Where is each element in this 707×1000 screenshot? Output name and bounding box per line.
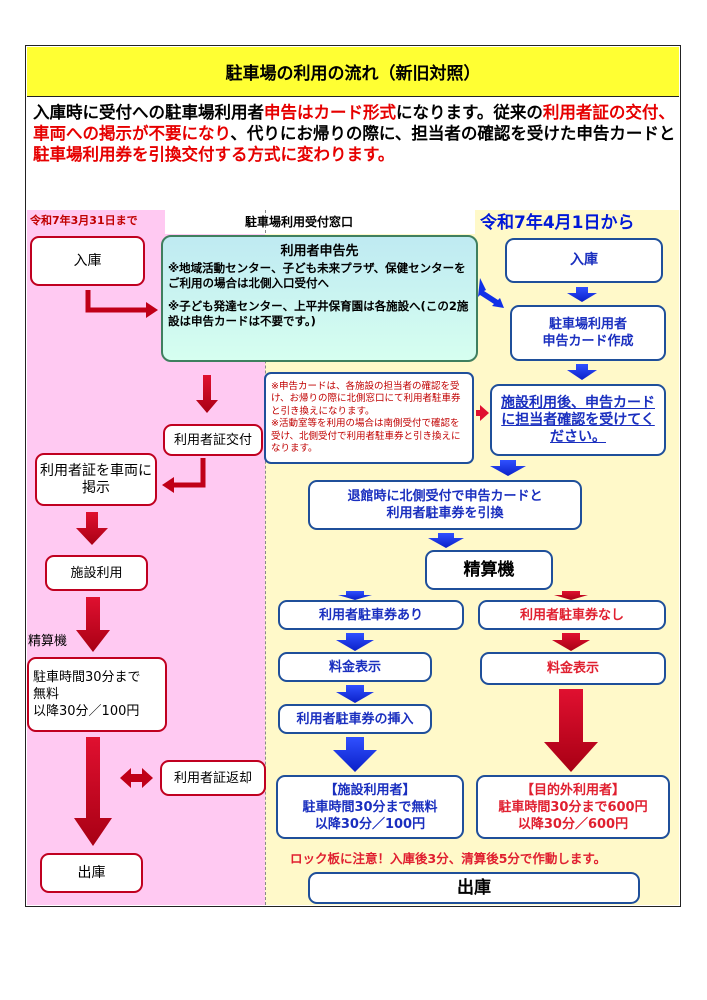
elbow-arrow-card-to-display [174,458,206,488]
down-arrow-reception-to-card [196,375,218,413]
new-confirm-box: 施設利用後、申告カードに担当者確認を受けてください。 [490,384,666,456]
old-machine-label: 精算機 [28,634,68,649]
new-exit-box: 出庫 [308,872,640,904]
reception-note-1: ※地域活動センター、子ども未来プラザ、保健センターをご利用の場合は北側入口受付へ [168,261,466,290]
old-use-box: 施設利用 [45,555,148,591]
down-arrow-card-to-confirm [567,364,597,380]
without-ticket-box: 利用者駐車券なし [478,600,666,630]
old-display-box: 利用者証を車両に掲示 [35,453,157,506]
insert-ticket-box: 利用者駐車券の挿入 [278,704,432,734]
down-arrow-new-entry-to-card [567,287,597,302]
down-arrow-to-without-ticket [554,591,588,600]
old-period-header: 令和7年3月31日まで [30,214,138,227]
down-arrow-fee-to-insert [336,685,374,703]
old-return-box: 利用者証返却 [160,760,266,796]
down-arrow-display-to-use [76,512,108,545]
intro-highlight-1: 申告はカード形式 [264,103,396,122]
old-exit-box: 出庫 [40,853,143,893]
pane-divider [265,210,266,905]
new-machine-box: 精算機 [425,550,553,590]
new-exchange-box: 退館時に北側受付で申告カードと 利用者駐車券を引換 [308,480,582,530]
reception-box: 利用者申告先 ※地域活動センター、子ども未来プラザ、保健センターをご利用の場合は… [161,235,478,362]
intro-text: 入庫時に受付への駐車場利用者申告はカード形式になります。従来の利用者証の交付、車… [33,102,678,165]
other-users-box: 【目的外利用者】 駐車時間30分まで600円 以降30分／600円 [476,775,670,839]
intro-part-2: になります。従来の [396,103,543,122]
intro-part-1: 入庫時に受付への駐車場利用者 [33,103,264,122]
down-arrow-use-to-machine [76,597,110,652]
new-note-text: ※申告カードは、各施設の担当者の確認を受け、お帰りの際に北側窓口にて利用者駐車券… [271,380,461,455]
intro-highlight-2: 利用者証の交付、車両への掲示が不要になり [33,103,675,143]
elbow-arrow-old-entry-head [146,302,158,318]
down-arrow-with-ticket-to-fee [336,633,374,651]
header-strip [165,210,475,234]
reception-title: 利用者申告先 [280,244,359,259]
old-fee-box: 駐車時間30分まで 無料 以降30分／100円 [27,657,167,732]
reception-note-2: ※子ども発達センター、上平井保育園は各施設へ(この2施設は申告カードは不要です。… [168,299,469,328]
lock-warning: ロック板に注意！入庫後3分、清算後5分で作動します。 [290,851,607,866]
outer-frame [25,45,681,907]
down-arrow-without-ticket-to-fee [552,633,590,651]
intro-highlight-3: 駐車場利用券を引換交付する方式に変わります。 [33,145,395,164]
intro-part-3: 、代りにお帰りの際に、担当者の確認を受けた申告カードと [230,124,676,143]
new-note-box: ※申告カードは、各施設の担当者の確認を受け、お帰りの際に北側窓口にて利用者駐車券… [264,372,474,464]
down-arrow-fee-to-exit [74,737,112,846]
new-entry-box: 入庫 [505,238,663,283]
with-ticket-box: 利用者駐車券あり [278,600,464,630]
reception-header: 駐車場利用受付窓口 [245,215,354,229]
right-arrow-note-to-confirm [476,405,489,421]
down-arrow-exchange-to-machine [428,533,464,548]
down-arrow-fee-to-other [544,689,598,772]
down-arrow-to-with-ticket [338,591,372,600]
elbow-arrow-old-entry [85,290,146,313]
down-arrow-confirm-to-exchange [490,460,526,476]
new-card-create-box: 駐車場利用者 申告カード作成 [510,305,666,361]
facility-users-box: 【施設利用者】 駐車時間30分まで無料 以降30分／100円 [276,775,464,839]
new-period-header: 令和7年4月1日から [480,213,635,233]
old-card-issue-box: 利用者証交付 [163,424,263,456]
double-arrow-reception-entry [478,278,504,308]
double-arrow-return [120,768,153,788]
elbow-arrow-card-to-display-head [162,477,174,493]
down-arrow-insert-to-facility [333,737,377,772]
fee-display-box-1: 料金表示 [278,652,432,682]
fee-display-box-2: 料金表示 [480,652,666,685]
old-entry-box: 入庫 [30,236,145,286]
page-title: 駐車場の利用の流れ（新旧対照） [27,47,679,97]
